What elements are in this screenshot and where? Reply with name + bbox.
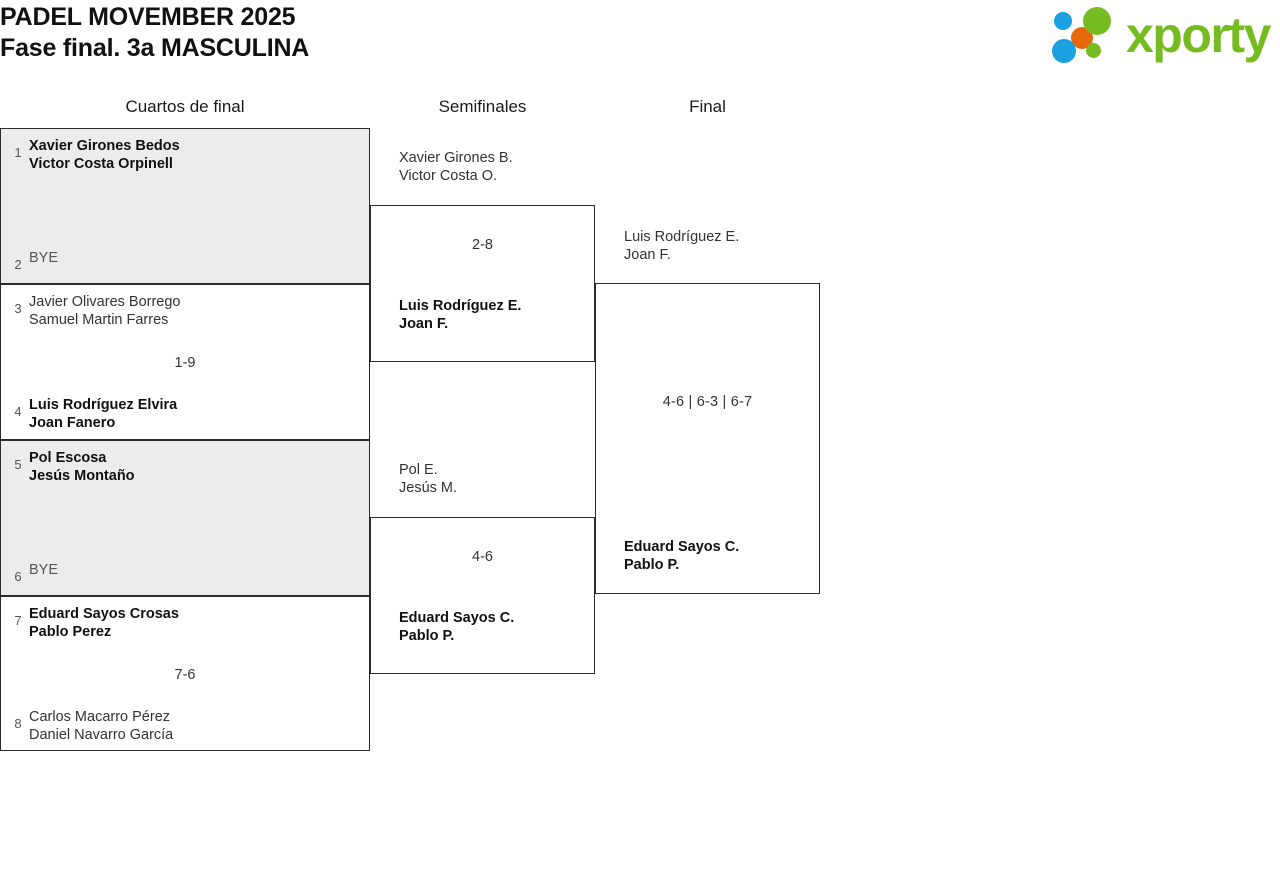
- page-header: PADEL MOVEMBER 2025 Fase final. 3a MASCU…: [0, 0, 1280, 92]
- team-names: Javier Olivares Borrego Samuel Martin Fa…: [29, 294, 181, 328]
- match-qf-3[interactable]: 5 Pol Escosa Jesús Montaño 6 BYE: [0, 440, 370, 596]
- logo-dot-blue-small: [1054, 12, 1072, 30]
- team-slot-bottom[interactable]: 4 Luis Rodríguez Elvira Joan Fanero: [1, 396, 369, 432]
- team-names: Eduard Sayos Crosas Pablo Perez: [29, 606, 179, 640]
- team-slot-bottom[interactable]: Eduard Sayos C. Pablo P.: [596, 538, 819, 574]
- team-slot-bottom[interactable]: Luis Rodríguez E. Joan F.: [371, 297, 594, 333]
- seed-number: 3: [14, 301, 22, 316]
- logo-wordmark: xporty: [1126, 7, 1271, 63]
- match-score: 4-6 | 6-3 | 6-7: [662, 394, 753, 410]
- team-names: Xavier Girones B. Victor Costa O.: [399, 150, 513, 184]
- seed-number: 6: [14, 569, 22, 584]
- seed-number: 5: [14, 457, 22, 472]
- team-names: Pol E. Jesús M.: [399, 462, 458, 496]
- team-names: Luis Rodríguez Elvira Joan Fanero: [29, 397, 178, 431]
- match-score: 2-8: [472, 237, 493, 253]
- team-names: Luis Rodríguez E. Joan F.: [624, 229, 740, 263]
- seed-number: [604, 228, 622, 237]
- match-qf-2[interactable]: 3 Javier Olivares Borrego Samuel Martin …: [0, 284, 370, 440]
- logo-dots-icon: [1052, 6, 1124, 64]
- match-qf-4[interactable]: 7 Eduard Sayos Crosas Pablo Perez 7-6 8 …: [0, 596, 370, 751]
- team-slot-top[interactable]: 3 Javier Olivares Borrego Samuel Martin …: [1, 293, 369, 329]
- team-slot-top[interactable]: 5 Pol Escosa Jesús Montaño: [1, 449, 369, 485]
- column-header-quarterfinals: Cuartos de final: [125, 97, 245, 116]
- title-block: PADEL MOVEMBER 2025 Fase final. 3a MASCU…: [0, 2, 309, 64]
- tournament-subtitle: Fase final. 3a MASCULINA: [0, 34, 310, 62]
- team-slot-bottom[interactable]: 6 BYE: [1, 561, 369, 583]
- team-names: Luis Rodríguez E. Joan F.: [399, 298, 522, 332]
- match-score: 7-6: [174, 667, 196, 683]
- team-slot-top[interactable]: Pol E. Jesús M.: [371, 461, 594, 497]
- team-names: BYE: [29, 250, 59, 266]
- team-names: Carlos Macarro Pérez Daniel Navarro Garc…: [29, 709, 174, 743]
- logo-dot-green-small: [1086, 43, 1101, 58]
- seed-number: 7: [14, 613, 22, 628]
- match-final[interactable]: Luis Rodríguez E. Joan F. 4-6 | 6-3 | 6-…: [595, 229, 820, 594]
- column-header-semifinals: Semifinales: [438, 97, 527, 116]
- match-score: 4-6: [472, 549, 493, 565]
- team-slot-top[interactable]: 7 Eduard Sayos Crosas Pablo Perez: [1, 605, 369, 641]
- team-names: BYE: [29, 562, 59, 578]
- logo-dot-orange: [1071, 27, 1093, 49]
- seed-number: 1: [14, 145, 22, 160]
- seed-number: 2: [14, 257, 22, 272]
- team-slot-top[interactable]: 1 Xavier Girones Bedos Victor Costa Orpi…: [1, 137, 369, 173]
- seed-number: [604, 538, 622, 547]
- match-sf-2[interactable]: Pol E. Jesús M. 4-6 Eduard Sayos C. Pabl…: [370, 462, 595, 674]
- team-slot-bottom[interactable]: 8 Carlos Macarro Pérez Daniel Navarro Ga…: [1, 708, 369, 744]
- seed-number: [379, 461, 397, 470]
- logo-dot-blue-large: [1052, 39, 1076, 63]
- seed-number: [379, 149, 397, 158]
- team-names: Xavier Girones Bedos Victor Costa Orpine…: [29, 138, 180, 172]
- team-names: Pol Escosa Jesús Montaño: [29, 450, 135, 484]
- team-slot-bottom[interactable]: Eduard Sayos C. Pablo P.: [371, 609, 594, 645]
- tournament-title: PADEL MOVEMBER 2025: [0, 3, 296, 31]
- team-slot-top[interactable]: Luis Rodríguez E. Joan F.: [596, 228, 819, 264]
- match-qf-1[interactable]: 1 Xavier Girones Bedos Victor Costa Orpi…: [0, 128, 370, 284]
- match-score: 1-9: [174, 355, 196, 371]
- xporty-logo[interactable]: xporty: [1052, 6, 1274, 66]
- match-sf-1[interactable]: Xavier Girones B. Victor Costa O. 2-8 Lu…: [370, 150, 595, 362]
- seed-number: 4: [14, 404, 22, 419]
- logo-dot-green-large: [1083, 7, 1111, 35]
- seed-number: [379, 609, 397, 618]
- column-header-final: Final: [689, 97, 726, 116]
- seed-number: [379, 297, 397, 306]
- team-slot-top[interactable]: Xavier Girones B. Victor Costa O.: [371, 149, 594, 185]
- team-names: Eduard Sayos C. Pablo P.: [399, 610, 515, 644]
- seed-number: 8: [14, 716, 22, 731]
- team-slot-bottom[interactable]: 2 BYE: [1, 249, 369, 271]
- team-names: Eduard Sayos C. Pablo P.: [624, 539, 740, 573]
